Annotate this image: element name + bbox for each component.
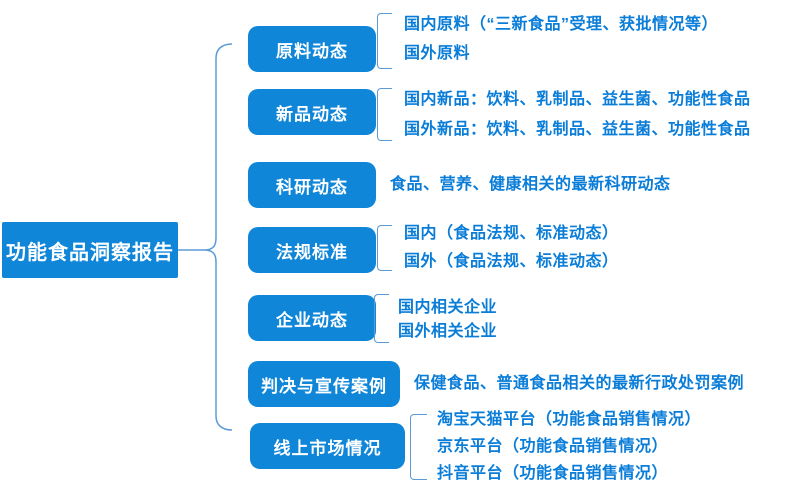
child-item-foreign-companies: 国外相关企业	[398, 323, 498, 340]
branch-node-label: 原料动态	[276, 41, 348, 61]
branch-node-label: 判决与宣传案例	[261, 376, 387, 396]
children-bracket-ingredients	[377, 13, 392, 69]
branch-node-label: 企业动态	[276, 310, 348, 330]
child-item-foreign-regulations: 国外（食品法规、标准动态）	[404, 253, 619, 270]
branch-node-research: 科研动态	[248, 162, 376, 208]
root-node-label: 功能食品洞察报告	[6, 241, 174, 264]
child-item-foreign-new-products: 国外新品：饮料、乳制品、益生菌、功能性食品	[404, 121, 751, 138]
branch-node-online-market: 线上市场情况	[250, 423, 405, 469]
child-item-domestic-ingredients: 国内原料（“三新食品”受理、获批情况等）	[404, 16, 719, 33]
branch-node-label: 线上市场情况	[273, 438, 382, 458]
child-item-foreign-ingredients: 国外原料	[404, 45, 471, 62]
branch-node-ingredients: 原料动态	[248, 26, 376, 72]
branch-node-regulations: 法规标准	[248, 227, 376, 273]
branch-node-new-products: 新品动态	[248, 89, 376, 135]
children-bracket-new-products	[377, 88, 392, 141]
children-bracket-companies	[374, 294, 389, 343]
child-item-domestic-companies: 国内相关企业	[398, 299, 498, 316]
children-bracket-online-market	[410, 414, 427, 480]
child-item-jd: 京东平台（功能食品销售情况）	[437, 438, 669, 455]
branch-node-label: 新品动态	[276, 104, 348, 124]
branch-node-label: 法规标准	[276, 242, 348, 262]
child-item-taobao-tmall: 淘宝天猫平台（功能食品销售情况）	[437, 411, 702, 428]
branch-node-companies: 企业动态	[248, 295, 376, 341]
root-node: 功能食品洞察报告	[2, 222, 178, 278]
child-item-douyin: 抖音平台（功能食品销售情况）	[437, 465, 669, 482]
branch-node-label: 科研动态	[276, 177, 348, 197]
child-item-research-updates: 食品、营养、健康相关的最新科研动态	[390, 176, 671, 193]
child-item-penalty-cases: 保健食品、普通食品相关的最新行政处罚案例	[414, 375, 745, 392]
child-item-domestic-regulations: 国内（食品法规、标准动态）	[404, 225, 619, 242]
children-bracket-regulations	[377, 225, 392, 271]
child-item-domestic-new-products: 国内新品：饮料、乳制品、益生菌、功能性食品	[404, 91, 751, 108]
branch-node-rulings-cases: 判决与宣传案例	[248, 361, 400, 407]
